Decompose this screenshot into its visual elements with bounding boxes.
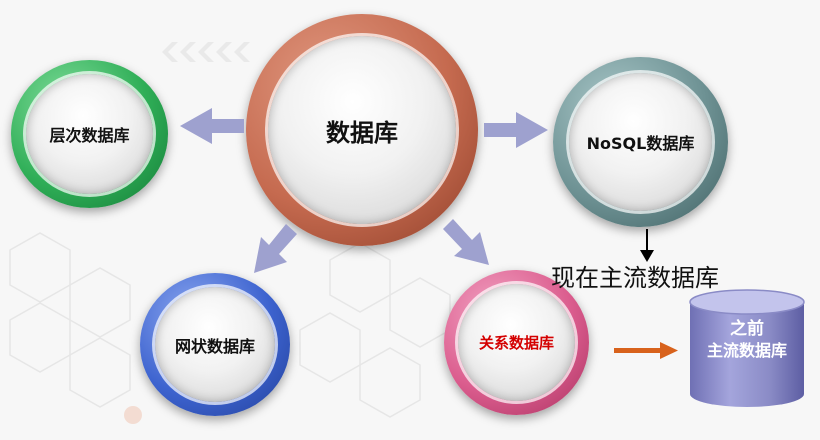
network-database-node-face: 网状数据库 [155, 287, 275, 402]
hexagon-decoration [359, 347, 421, 418]
previous-mainstream-cylinder: 之前 主流数据库 [688, 288, 806, 410]
cylinder-text-line2: 主流数据库 [706, 341, 787, 360]
chevron-decoration [216, 42, 232, 62]
current-mainstream-label: 现在主流数据库 [551, 264, 719, 292]
relational-database-node: 关系数据库 [444, 270, 589, 415]
nosql-database-node-face: NoSQL数据库 [569, 73, 712, 211]
hexagon-decoration [69, 337, 131, 408]
hexagon-decoration [9, 232, 71, 303]
database-node-face: 数据库 [268, 36, 456, 224]
cylinder-text: 之前 主流数据库 [688, 318, 806, 362]
relational-database-node-face: 关系数据库 [458, 284, 575, 401]
hexagon-decoration [299, 312, 361, 383]
database-label: 数据库 [326, 118, 398, 147]
cylinder-text-line1: 之前 [730, 319, 764, 339]
hexagon-decoration [69, 267, 131, 338]
hexagon-decoration [389, 277, 451, 348]
dot-decoration [124, 406, 142, 424]
cylinder-icon [689, 289, 805, 407]
chevron-decoration [162, 42, 178, 62]
nosql-database-label: NoSQL数据库 [586, 134, 695, 153]
hierarchical-database-node: 层次数据库 [11, 60, 168, 208]
nosql-database-node: NoSQL数据库 [553, 57, 728, 227]
chevron-decoration [180, 42, 196, 62]
network-database-node: 网状数据库 [140, 273, 290, 416]
network-database-label: 网状数据库 [174, 336, 255, 356]
database-node: 数据库 [246, 14, 478, 246]
hierarchical-database-label: 层次数据库 [49, 126, 130, 145]
hierarchical-database-node-face: 层次数据库 [26, 74, 153, 194]
hexagon-decoration [329, 242, 391, 313]
chevron-decoration [234, 42, 250, 62]
relational-database-label: 关系数据库 [478, 334, 554, 352]
chevron-decoration [198, 42, 214, 62]
hexagon-decoration [9, 302, 71, 373]
